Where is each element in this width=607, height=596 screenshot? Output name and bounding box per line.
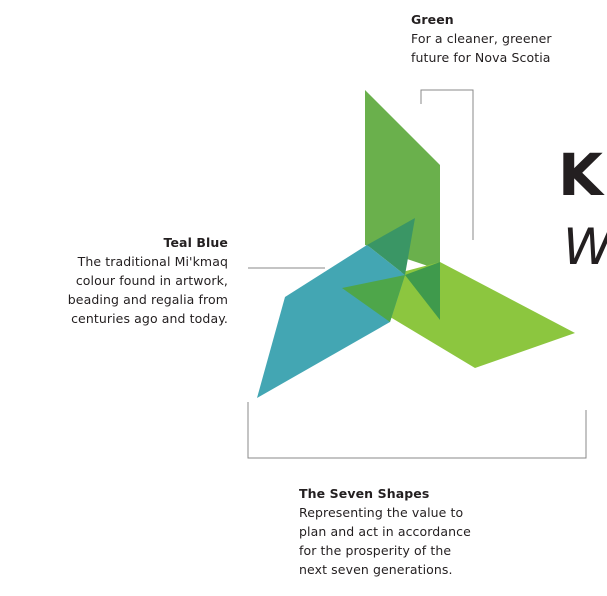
- green-annotation-title: Green: [411, 12, 454, 27]
- teal-annotation-line: beading and regalia from: [67, 292, 228, 307]
- seven-shapes-annotation-line: Representing the value to: [299, 505, 464, 520]
- brand-letter-w: W: [563, 222, 607, 272]
- teal-annotation-line: colour found in artwork,: [75, 273, 228, 288]
- green-leader-line: [420, 89, 474, 240]
- green-upper-shape: [365, 90, 440, 270]
- green-teal-overlap-shape: [367, 218, 415, 275]
- seven-shapes-annotation-line: for the prosperity of the: [299, 543, 452, 558]
- seven-shapes-annotation: The Seven Shapes Representing the value …: [299, 484, 471, 579]
- teal-annotation-line: The traditional Mi'kmaq: [77, 254, 228, 269]
- seven-shapes-bracket: [247, 402, 587, 459]
- green-center-overlap-shape: [405, 262, 440, 320]
- light-green-center-overlap-shape: [342, 275, 405, 322]
- seven-shapes-annotation-title: The Seven Shapes: [299, 486, 430, 501]
- teal-annotation: Teal Blue The traditional Mi'kmaq colour…: [68, 233, 228, 328]
- brand-letter-k: K: [558, 141, 603, 209]
- green-annotation-line: For a cleaner, greener: [411, 31, 552, 46]
- green-annotation-line: future for Nova Scotia: [411, 50, 551, 65]
- teal-annotation-title: Teal Blue: [163, 235, 228, 250]
- seven-shapes-annotation-line: plan and act in accordance: [299, 524, 471, 539]
- teal-annotation-line: centuries ago and today.: [71, 311, 228, 326]
- green-annotation: Green For a cleaner, greener future for …: [411, 10, 552, 67]
- seven-shapes-annotation-line: next seven generations.: [299, 562, 453, 577]
